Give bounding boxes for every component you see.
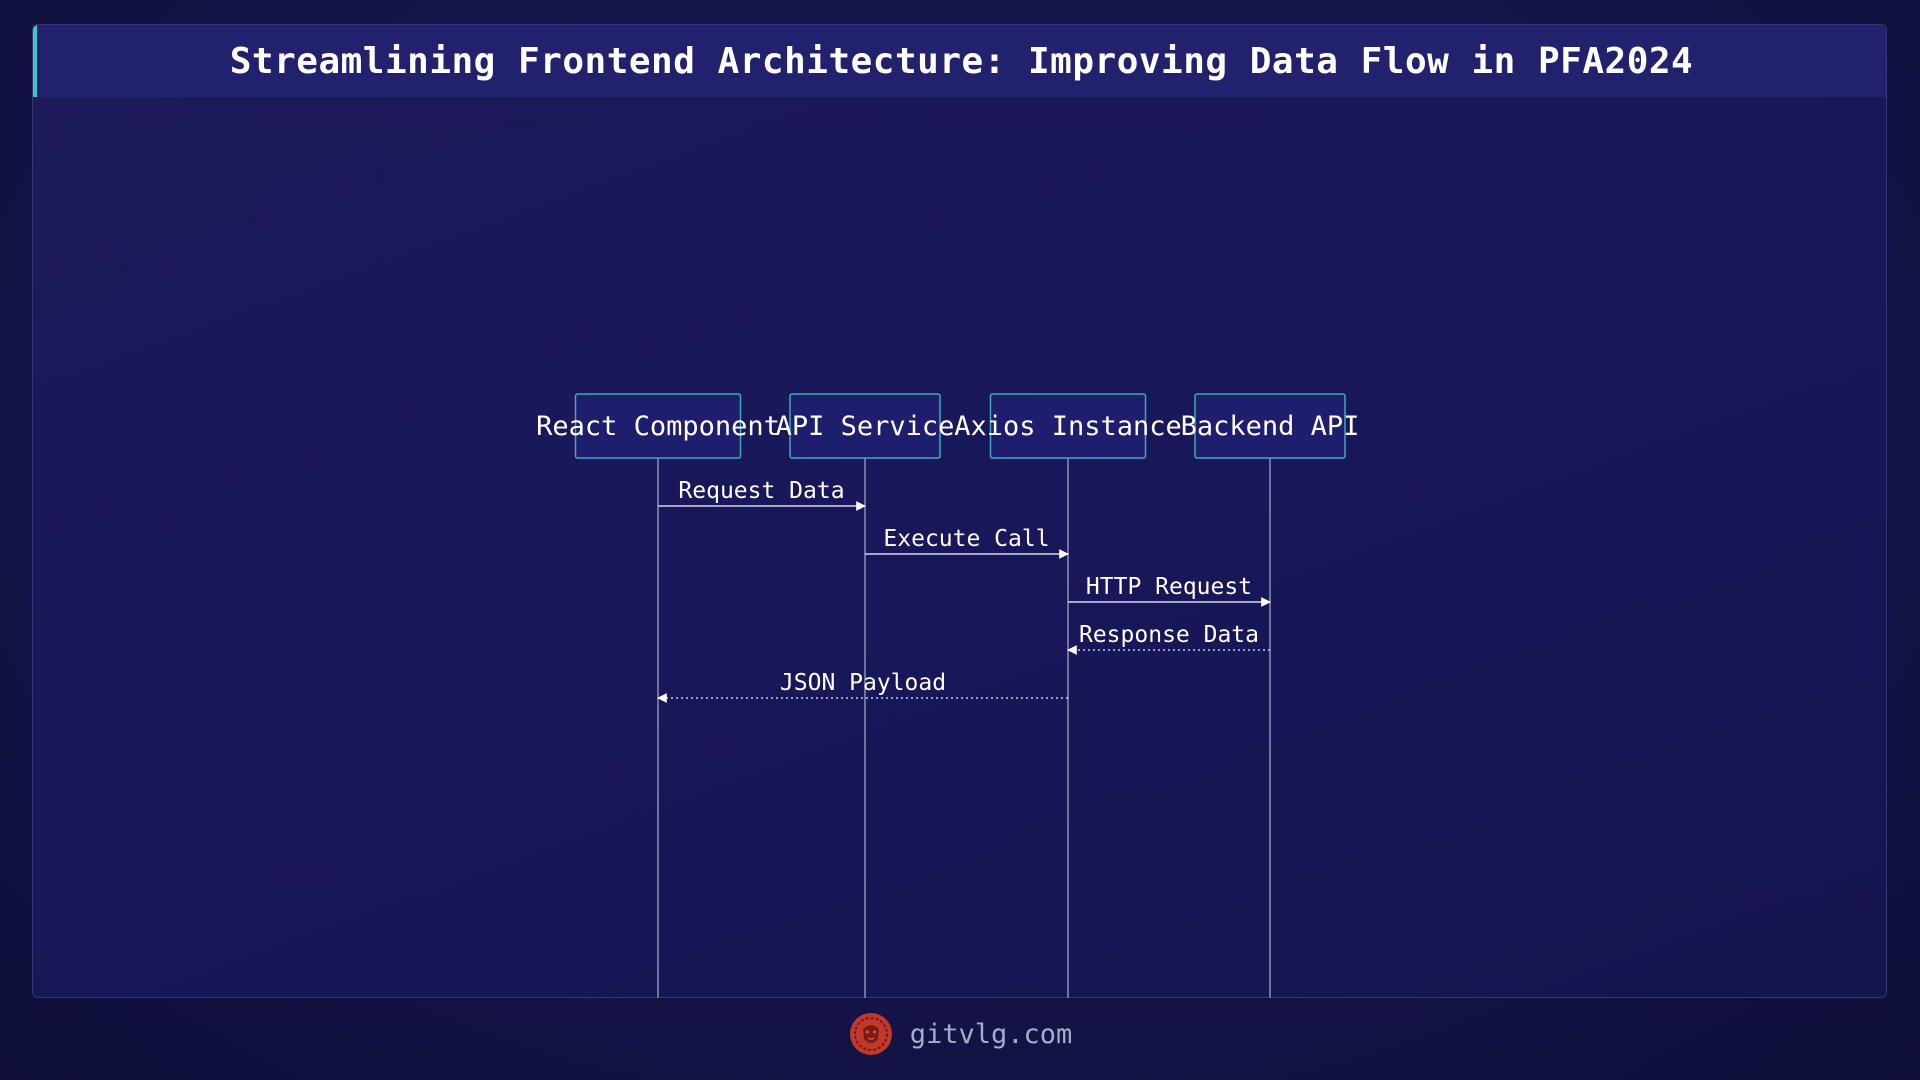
message-label-1: Execute Call [883, 526, 1049, 552]
footer-site: gitvlg.com [909, 1018, 1073, 1050]
participant-label-3: Backend API [1181, 411, 1360, 442]
participant-box-3 [1194, 393, 1346, 459]
participant-box-2 [989, 393, 1147, 459]
message-label-2: HTTP Request [1086, 574, 1252, 600]
page-title: Streamlining Frontend Architecture: Impr… [229, 40, 1694, 82]
message-label-4: JSON Payload [780, 670, 946, 696]
message-label-3: Response Data [1079, 622, 1259, 648]
participant-label-1: API Service [776, 411, 955, 442]
lion-logo-icon [849, 1013, 892, 1055]
participant-box-1 [789, 393, 941, 459]
title-bar: Streamlining Frontend Architecture: Impr… [33, 25, 1886, 97]
participant-label-0: React Component [536, 411, 780, 442]
participant-box-0 [574, 393, 742, 459]
footer: gitvlg.com [0, 1012, 1920, 1056]
diagram-panel: Streamlining Frontend Architecture: Impr… [32, 24, 1887, 998]
message-label-0: Request Data [678, 478, 844, 504]
participant-label-2: Axios Instance [954, 411, 1182, 442]
